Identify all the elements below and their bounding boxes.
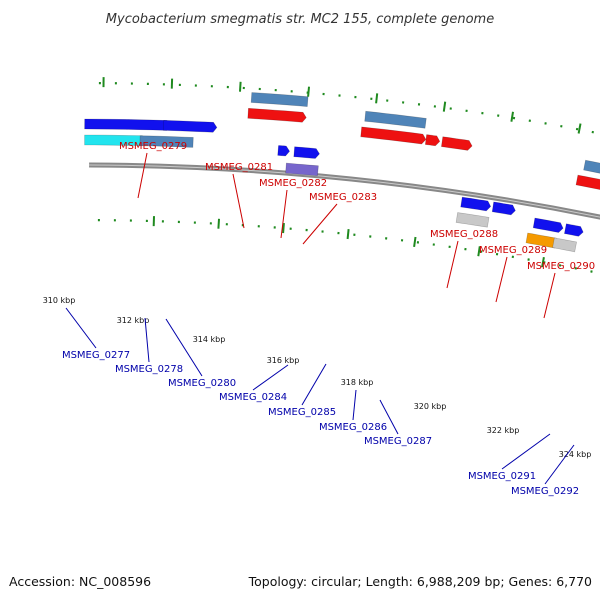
cds-block bbox=[360, 126, 427, 145]
feature-block bbox=[285, 162, 319, 177]
outer-tick bbox=[375, 93, 379, 104]
cds-block bbox=[575, 174, 600, 190]
outer-tick bbox=[442, 101, 447, 112]
leader-line bbox=[543, 272, 556, 319]
gene-label-top: MSMEG_0281 bbox=[205, 162, 273, 173]
gene-block bbox=[139, 135, 194, 148]
leader-line bbox=[501, 433, 551, 470]
scale-tick bbox=[282, 223, 285, 234]
outer-tick bbox=[510, 111, 514, 122]
leader-line bbox=[379, 399, 399, 435]
gene-label-bottom: MSMEG_0287 bbox=[364, 436, 432, 447]
cds-block bbox=[532, 217, 564, 233]
leader-line bbox=[301, 363, 327, 406]
outer-tick bbox=[239, 81, 242, 92]
gene-label-top: MSMEG_0282 bbox=[259, 178, 327, 189]
gene-label-bottom: MSMEG_0277 bbox=[62, 350, 130, 361]
cds-block bbox=[163, 119, 218, 133]
cds-block bbox=[84, 118, 171, 131]
cds-block bbox=[247, 107, 307, 123]
gene-label-bottom: MSMEG_0285 bbox=[268, 407, 336, 418]
tick-label: 314 kbp bbox=[193, 335, 226, 344]
gene-label-top: MSMEG_0289 bbox=[479, 245, 547, 256]
gene-label-top: MSMEG_0290 bbox=[527, 261, 595, 272]
genome-summary-text: Topology: circular; Length: 6,988,209 bp… bbox=[248, 574, 592, 589]
gene-block bbox=[250, 92, 309, 107]
scale-tick bbox=[413, 236, 417, 248]
tick-label: 318 kbp bbox=[341, 378, 374, 387]
scale-tick bbox=[541, 257, 545, 268]
gene-block bbox=[583, 159, 600, 174]
scale-ticks: 310 kbp 312 kbp 314 kbp 316 kbp 318 kbp 320 k… bbox=[43, 77, 592, 459]
cds-block bbox=[441, 136, 473, 151]
gene-label-bottom: MSMEG_0280 bbox=[168, 378, 236, 389]
tick-label: 312 kbp bbox=[117, 316, 150, 325]
leader-line bbox=[165, 318, 203, 377]
leader-line bbox=[232, 173, 245, 229]
tick-label: 320 kbp bbox=[414, 402, 447, 411]
backbone-highlight bbox=[89, 164, 600, 218]
tick-label: 310 kbp bbox=[43, 296, 76, 305]
gene-labels: MSMEG_0279MSMEG_0281MSMEG_0282MSMEG_0283… bbox=[62, 141, 595, 497]
gene-label-bottom: MSMEG_0284 bbox=[219, 392, 287, 403]
leader-line bbox=[544, 444, 575, 485]
leader-line bbox=[65, 307, 97, 349]
dotted-guide-rings bbox=[97, 82, 600, 275]
cds-block bbox=[424, 134, 441, 147]
genome-backbone bbox=[89, 162, 600, 220]
leader-line bbox=[137, 152, 148, 199]
gene-label-bottom: MSMEG_0286 bbox=[319, 422, 387, 433]
tick-label: 324 kbp bbox=[559, 450, 592, 459]
leader-line bbox=[446, 240, 459, 289]
leader-line bbox=[280, 189, 288, 239]
gene-label-top: MSMEG_0279 bbox=[119, 141, 187, 152]
tick-label: 316 kbp bbox=[267, 356, 300, 365]
gene-label-bottom: MSMEG_0291 bbox=[468, 471, 536, 482]
leader-line bbox=[144, 317, 150, 363]
leader-line bbox=[252, 364, 289, 391]
gene-block bbox=[364, 110, 427, 129]
outer-tick bbox=[307, 86, 310, 97]
misc-feature-block bbox=[552, 237, 577, 253]
gene-label-top: MSMEG_0283 bbox=[309, 192, 377, 203]
leader-line bbox=[302, 203, 338, 245]
cds-block bbox=[460, 196, 492, 212]
cds-block bbox=[564, 223, 584, 237]
gene-label-bottom: MSMEG_0278 bbox=[115, 364, 183, 375]
gene-label-top: MSMEG_0288 bbox=[430, 229, 498, 240]
feature-track bbox=[84, 92, 600, 253]
cds-block bbox=[293, 146, 320, 159]
leader-line bbox=[495, 256, 508, 303]
accession-text: Accession: NC_008596 bbox=[9, 574, 152, 589]
scale-tick bbox=[346, 228, 350, 240]
outer-tick bbox=[577, 123, 582, 134]
tick-label: 322 kbp bbox=[487, 426, 520, 435]
gene-label-bottom: MSMEG_0292 bbox=[511, 486, 579, 497]
cds-block bbox=[491, 201, 516, 216]
scale-tick bbox=[217, 218, 220, 229]
leader-line bbox=[352, 389, 357, 421]
scale-tick bbox=[477, 246, 481, 257]
map-title: Mycobacterium smegmatis str. MC2 155, co… bbox=[106, 12, 494, 27]
cds-block bbox=[277, 145, 290, 157]
misc-feature-block bbox=[455, 212, 490, 228]
